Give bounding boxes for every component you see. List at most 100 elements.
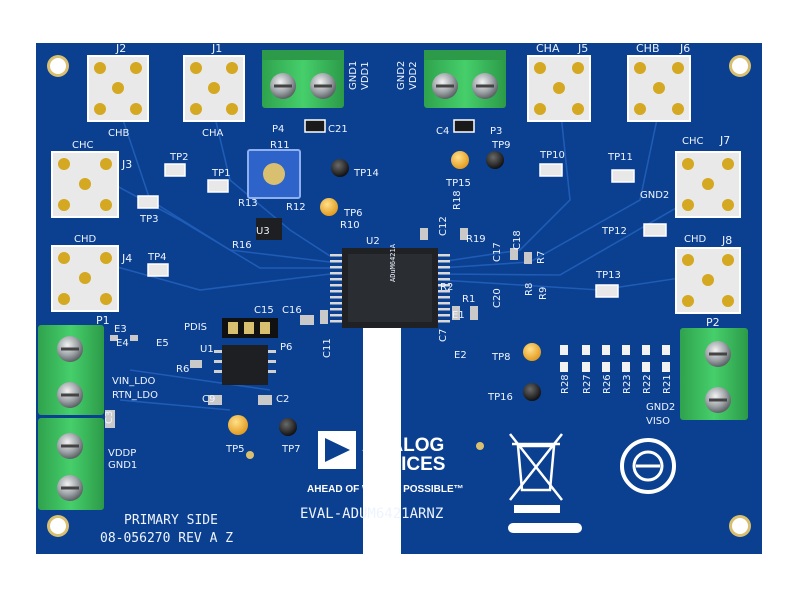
label-e1: E1 <box>452 310 465 321</box>
label-c2: C2 <box>276 394 289 405</box>
label-tp1: TP1 <box>211 168 231 179</box>
label-j8: J8 <box>721 234 732 247</box>
label-j5: J5 <box>577 42 588 55</box>
label-tp12: TP12 <box>601 226 627 237</box>
chip-u2-label: U2 <box>366 236 380 247</box>
label-gnd1: GND1 <box>108 460 137 471</box>
label-gnd1-top: GND1 <box>348 61 359 90</box>
label-gnd2-top: GND2 <box>396 61 407 90</box>
revision-label: 08-056270 REV A Z <box>100 531 233 546</box>
label-tp13: TP13 <box>595 270 621 281</box>
mounting-holes <box>47 55 751 537</box>
label-p1: P1 <box>96 314 110 327</box>
label-r18: R18 <box>452 190 463 210</box>
label-r19: R19 <box>466 234 486 245</box>
label-c20: C20 <box>492 288 503 308</box>
label-r6: R6 <box>176 364 189 375</box>
small-smd-parts <box>105 228 532 428</box>
label-r26: R26 <box>602 374 613 394</box>
white-bar <box>508 523 582 533</box>
label-tp10: TP10 <box>539 150 565 161</box>
potentiometer-r11 <box>247 149 301 199</box>
label-tp2: TP2 <box>169 152 189 163</box>
label-chc-right: CHC <box>682 136 704 147</box>
label-cha-right: CHA <box>536 42 560 55</box>
label-r8: R8 <box>524 283 535 296</box>
label-c9: C9 <box>202 394 215 405</box>
label-tp6: TP6 <box>343 208 363 219</box>
label-p4: P4 <box>272 124 284 135</box>
weee-bin-icon <box>509 433 563 513</box>
label-r1: R1 <box>462 294 475 305</box>
terminal-block-p1 <box>38 325 104 510</box>
passives <box>137 119 667 298</box>
label-j3: J3 <box>121 158 132 171</box>
label-p2: P2 <box>706 316 720 329</box>
label-rtn-ldo: RTN_LDO <box>112 390 158 401</box>
label-chc-left: CHC <box>72 140 94 151</box>
label-j7: J7 <box>719 134 730 147</box>
header-p6 <box>222 318 278 338</box>
label-r23: R23 <box>622 374 633 394</box>
label-gnd2-mid: GND2 <box>640 190 669 201</box>
label-pdis: PDIS <box>184 322 207 333</box>
analog-devices-logo: ANALOG DEVICES AHEAD OF WHAT'S POSSIBLE™ <box>307 431 464 495</box>
label-vin-ldo: VIN_LDO <box>112 376 156 387</box>
label-j4: J4 <box>121 252 132 265</box>
label-r7: R7 <box>536 251 547 264</box>
resistor-bank <box>560 345 670 372</box>
label-c3: C3 <box>104 411 115 424</box>
terminal-block-p4 <box>262 50 344 108</box>
brand-line-2: DEVICES <box>362 454 445 475</box>
label-r27: R27 <box>582 374 593 394</box>
side-label: PRIMARY SIDE <box>124 513 218 528</box>
label-chd-left: CHD <box>74 234 97 245</box>
label-c7: C7 <box>438 329 449 342</box>
label-c21: C21 <box>328 124 348 135</box>
label-r12: R12 <box>286 202 306 213</box>
label-r22: R22 <box>642 374 653 394</box>
sma-footprints <box>51 55 741 314</box>
label-e4: E4 <box>116 338 129 349</box>
label-tp3: TP3 <box>139 214 159 225</box>
label-r16: R16 <box>232 240 252 251</box>
label-tp5: TP5 <box>225 444 245 455</box>
label-chd-right: CHD <box>684 234 707 245</box>
brand-line-1: ANALOG <box>362 435 444 456</box>
label-j1: J1 <box>211 42 222 55</box>
label-chb-left: CHB <box>108 128 130 139</box>
label-c15: C15 <box>254 305 274 316</box>
chip-marking-1: ADuM6421A <box>389 243 397 282</box>
label-u1: U1 <box>200 344 214 355</box>
label-e2: E2 <box>454 350 467 361</box>
label-tp9: TP9 <box>491 140 511 151</box>
label-r28: R28 <box>560 374 571 394</box>
label-p3: P3 <box>490 126 502 137</box>
label-tp16: TP16 <box>487 392 513 403</box>
label-u3: U3 <box>256 226 270 237</box>
label-cha-left: CHA <box>202 128 224 139</box>
label-viso: VISO <box>646 416 670 427</box>
label-c16: C16 <box>282 305 302 316</box>
label-e5: E5 <box>156 338 169 349</box>
label-r13: R13 <box>238 198 258 209</box>
label-j2: J2 <box>115 42 126 55</box>
label-chb-right: CHB <box>636 42 660 55</box>
silkscreen-labels: J2 J1 CHB CHA CHC J3 CHD J4 TP2 TP1 TP3 … <box>72 42 732 546</box>
brand-tagline: AHEAD OF WHAT'S POSSIBLE™ <box>307 484 464 495</box>
label-vdd1-top: VDD1 <box>360 61 371 90</box>
label-c12: C12 <box>438 216 449 236</box>
label-c17: C17 <box>492 242 503 262</box>
label-vddp: VDDP <box>108 448 136 459</box>
label-p6: P6 <box>280 342 292 353</box>
chip-u1 <box>214 345 276 385</box>
label-gnd2-right: GND2 <box>646 402 675 413</box>
label-c4: C4 <box>436 126 449 137</box>
label-j6: J6 <box>679 42 690 55</box>
label-r2: R2 <box>440 282 453 293</box>
label-tp15: TP15 <box>445 178 471 189</box>
label-tp4: TP4 <box>147 252 167 263</box>
label-r21: R21 <box>662 374 673 394</box>
label-r11: R11 <box>270 140 290 151</box>
